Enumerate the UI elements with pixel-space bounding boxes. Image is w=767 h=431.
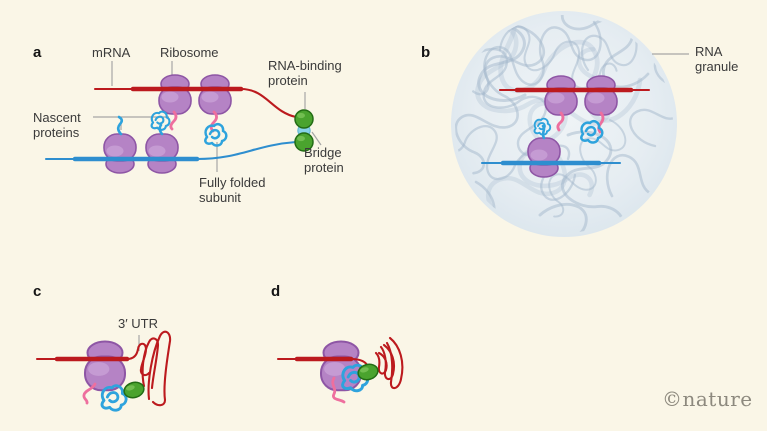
ribosome: [145, 133, 179, 174]
rbp-highlight: [297, 135, 305, 142]
bridge-leader-line: [311, 131, 322, 146]
panel-a-letter: a: [33, 44, 42, 61]
ribosome: [198, 74, 232, 115]
mrna-blue: [195, 140, 298, 161]
panel-d-drawing: [276, 336, 404, 404]
rna-binding-protein: [357, 363, 379, 381]
ribosome-label: Ribosome: [160, 45, 219, 60]
nascent-proteins-label: Nascent proteins: [33, 110, 81, 141]
mrna-red: [239, 87, 298, 119]
bridge-protein-label: Bridge protein: [304, 145, 344, 176]
panel-c-drawing: [35, 330, 172, 412]
utr-loop: [147, 330, 172, 407]
ribosome: [544, 75, 578, 116]
nascent-protein-chain: [116, 115, 124, 136]
utr-label: 3′ UTR: [118, 316, 158, 331]
utr-loop: [385, 336, 404, 390]
nascent-protein-chain: [331, 376, 346, 404]
rbp-highlight: [297, 112, 305, 119]
panel-a-drawing: [44, 61, 322, 174]
nascent-protein-chain: [209, 110, 218, 133]
rna-binding-protein: [294, 109, 314, 129]
nascent-protein-chain: [541, 124, 546, 140]
mrna-label: mRNA: [92, 45, 131, 60]
nascent-protein-chain: [556, 111, 565, 132]
fully-folded-subunit: [204, 122, 228, 147]
fully-folded-subunit-label: Fully folded subunit: [199, 175, 266, 206]
nascent-protein-chain: [597, 111, 605, 134]
nascent-protein-chain: [82, 382, 97, 405]
utr-loop: [141, 337, 160, 390]
panel-d-letter: d: [271, 283, 281, 300]
ribosome: [84, 340, 126, 392]
panel-b-drawing: [451, 11, 689, 237]
rna-binding-protein: [123, 381, 145, 399]
ribosome: [527, 137, 561, 178]
panel-b-letter: b: [421, 44, 431, 61]
panel-c-letter: c: [33, 283, 42, 300]
ribosome: [103, 133, 137, 174]
rna-binding-protein-label: RNA-binding protein: [268, 58, 342, 89]
nascent-protein-chain: [169, 110, 178, 131]
utr-loop: [379, 343, 396, 381]
ribosome: [158, 74, 192, 115]
nature-credit: ©nature: [662, 387, 753, 411]
ribosome: [584, 75, 618, 116]
rna-granule-label: RNA granule: [695, 44, 739, 75]
